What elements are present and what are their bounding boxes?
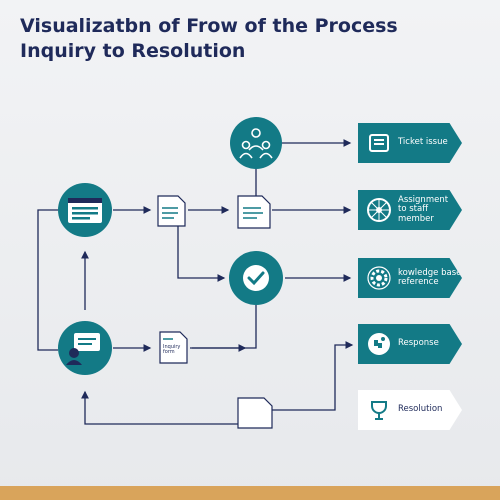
document-icon-2 <box>237 195 271 229</box>
tag-ticket-issue: Ticket issue <box>358 123 462 163</box>
connector-check-down <box>190 305 257 349</box>
check-badge-icon <box>243 265 269 291</box>
tag-label-knowledge-base: kowledge base reference <box>398 267 462 287</box>
tag-response: Response <box>358 324 462 364</box>
people-group-icon <box>239 128 273 159</box>
ticket-icon <box>366 130 392 156</box>
document-icon-3 <box>159 331 188 364</box>
document-icon-1 <box>157 195 186 227</box>
window-form-icon <box>68 198 102 223</box>
node-check <box>229 251 283 305</box>
tag-label-resolution: Resolution <box>398 404 443 415</box>
connector-left-loop <box>37 209 58 351</box>
title-line-1: Visualizatbn of Frow of the Process <box>20 15 398 37</box>
chat-agent-icon <box>66 333 100 365</box>
connectors <box>37 139 354 425</box>
staff-wheel-icon <box>366 197 392 223</box>
tag-assignment: Assignment to staff member <box>358 190 462 230</box>
tag-resolution: Resolution <box>358 390 462 430</box>
connector-bottom-loop <box>81 390 238 425</box>
title-line-2: Inquiry to Resolution <box>20 40 246 62</box>
inquiry-form-label: Inquiry form <box>163 344 181 355</box>
tag-knowledge-base: kowledge base reference <box>358 258 462 298</box>
tag-label-assignment: Assignment to staff member <box>398 194 449 224</box>
bottom-accent-bar <box>0 486 500 500</box>
tag-label-ticket-issue: Ticket issue <box>398 137 448 148</box>
diagram-title: Visualizatbn of Frow of the Process Inqu… <box>20 14 490 64</box>
node-chat <box>58 321 112 375</box>
puzzle-icon <box>366 331 392 357</box>
gear-icon <box>366 265 392 291</box>
trophy-icon <box>366 397 392 423</box>
connector-doc-down <box>177 225 226 282</box>
node-people <box>230 117 282 169</box>
document-icon-4 <box>237 397 273 429</box>
node-window <box>58 183 112 237</box>
connector-to-response <box>272 341 354 411</box>
tag-label-response: Response <box>398 338 439 349</box>
